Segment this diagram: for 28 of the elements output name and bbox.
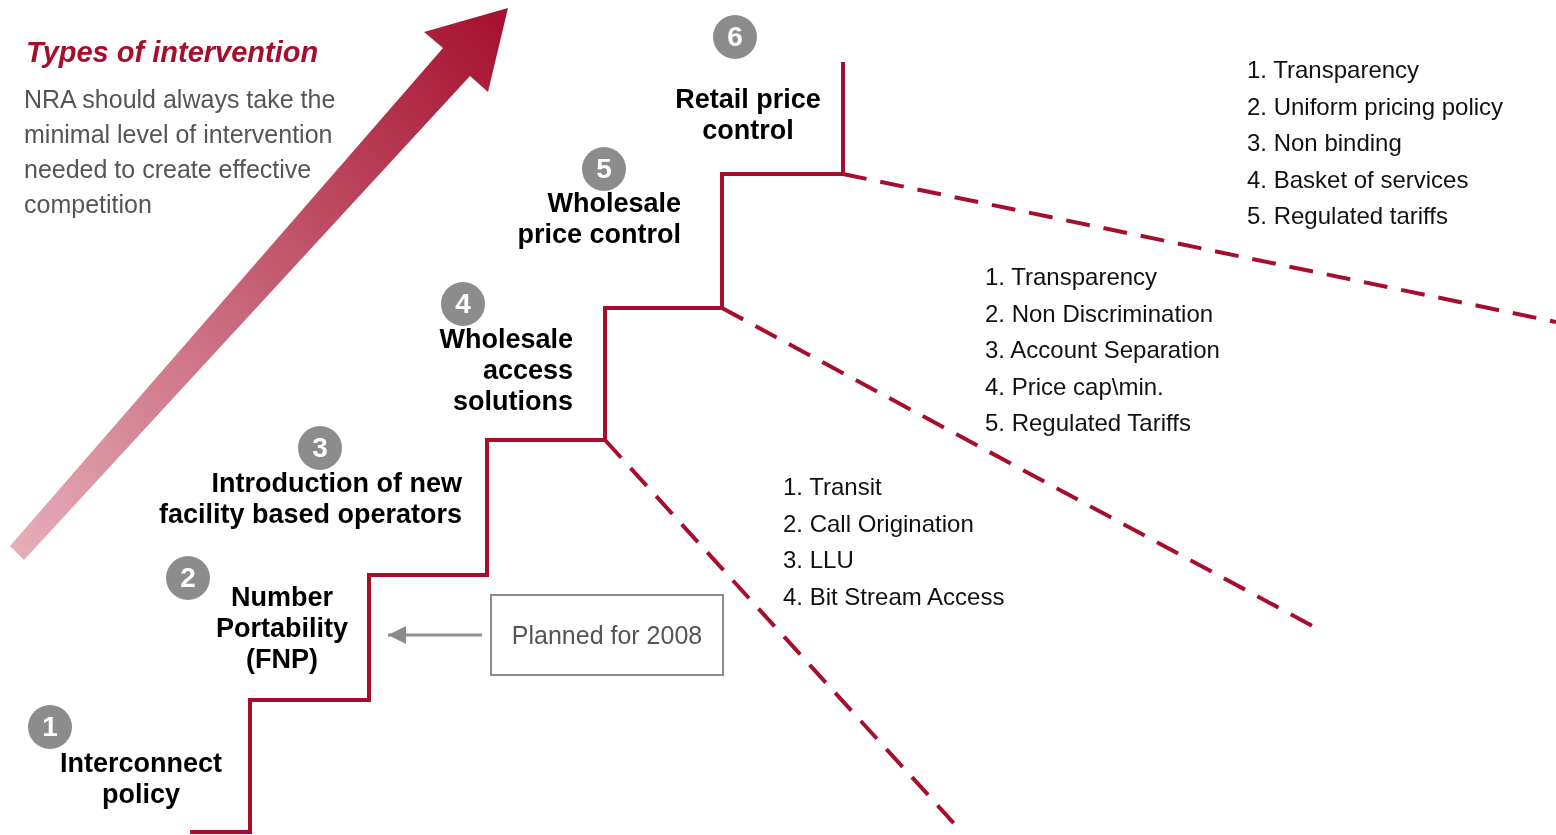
number-badge: 5 bbox=[582, 147, 626, 191]
list-item: 5. Regulated Tariffs bbox=[985, 409, 1191, 438]
step-label: Interconnect policy bbox=[36, 748, 246, 814]
step-label: Retail price control bbox=[656, 84, 840, 148]
list-item: 3. Account Separation bbox=[985, 336, 1220, 365]
number-badge: 2 bbox=[166, 556, 210, 600]
description-text: NRA should always take the minimal level of intervention needed to create effective competition bbox=[24, 84, 337, 220]
list-item: 3. LLU bbox=[783, 546, 854, 575]
list-item: 4. Basket of services bbox=[1247, 165, 1469, 194]
note-box: Planned for 2008 bbox=[490, 594, 724, 676]
list-item: 1. Transparency bbox=[1247, 56, 1420, 84]
number-badge: 1 bbox=[28, 705, 72, 749]
step-label: Wholesale access solutions bbox=[390, 324, 573, 421]
list-item: 2. Uniform pricing policy bbox=[1247, 92, 1504, 121]
list-item: 4. Price cap\min. bbox=[985, 372, 1164, 401]
number-badge: 3 bbox=[298, 426, 342, 470]
arrow bbox=[388, 626, 482, 644]
number-badge: 4 bbox=[441, 282, 485, 326]
list-item: 1. Transparency bbox=[985, 263, 1158, 291]
list-item: 2. Call Origination bbox=[783, 509, 974, 538]
number-badge: 6 bbox=[713, 15, 757, 59]
step-label: Wholesale price control bbox=[500, 188, 681, 285]
list-item: 2. Non Discrimination bbox=[985, 299, 1214, 328]
list-item: 4. Bit Stream Access bbox=[783, 582, 1005, 611]
list-item: 1. Transit bbox=[783, 473, 882, 501]
list-item: 5. Regulated tariffs bbox=[1247, 202, 1448, 231]
heading: Types of intervention bbox=[26, 36, 319, 69]
list-item: 3. Non binding bbox=[1247, 129, 1402, 158]
